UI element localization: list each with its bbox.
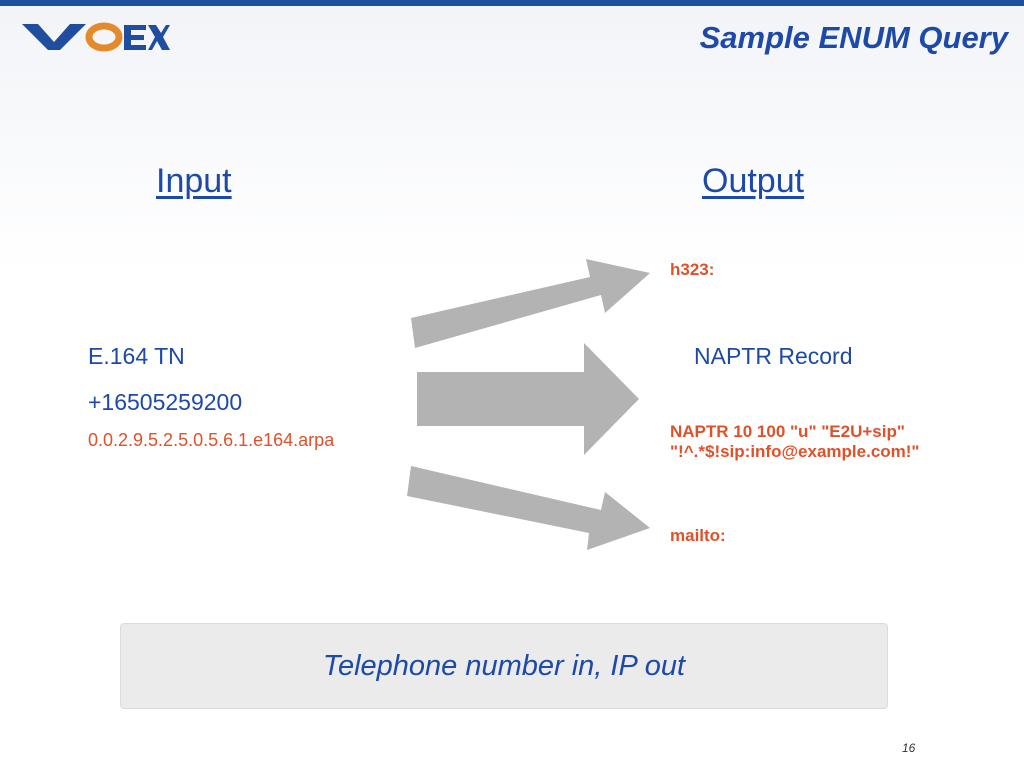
arrow-right-icon [417,343,639,455]
top-accent-bar [0,0,1024,6]
input-heading: Input [156,162,232,200]
mailto-output: mailto: [670,526,726,545]
voex-logo [22,22,170,52]
arrow-down-icon [407,466,650,550]
output-heading: Output [702,162,805,200]
arrow-up-icon [411,259,650,348]
e164-arpa-domain: 0.0.2.9.5.2.5.0.5.6.1.e164.arpa [88,430,335,450]
summary-text: Telephone number in, IP out [322,649,686,682]
e164-tn-label: E.164 TN [88,343,185,369]
telephone-number: +16505259200 [88,389,243,415]
slide-title: Sample ENUM Query [699,20,1008,55]
summary-box: Telephone number in, IP out [120,623,888,709]
naptr-record-value: NAPTR 10 100 "u" "E2U+sip" "!^.*$!sip:in… [670,422,920,462]
naptr-record-line-1: NAPTR 10 100 "u" "E2U+sip" [670,422,905,441]
naptr-record-line-2: "!^.*$!sip:info@example.com!" [670,442,920,461]
h323-output: h323: [670,260,715,279]
naptr-record-label: NAPTR Record [694,343,853,369]
page-number: 16 [902,741,916,755]
